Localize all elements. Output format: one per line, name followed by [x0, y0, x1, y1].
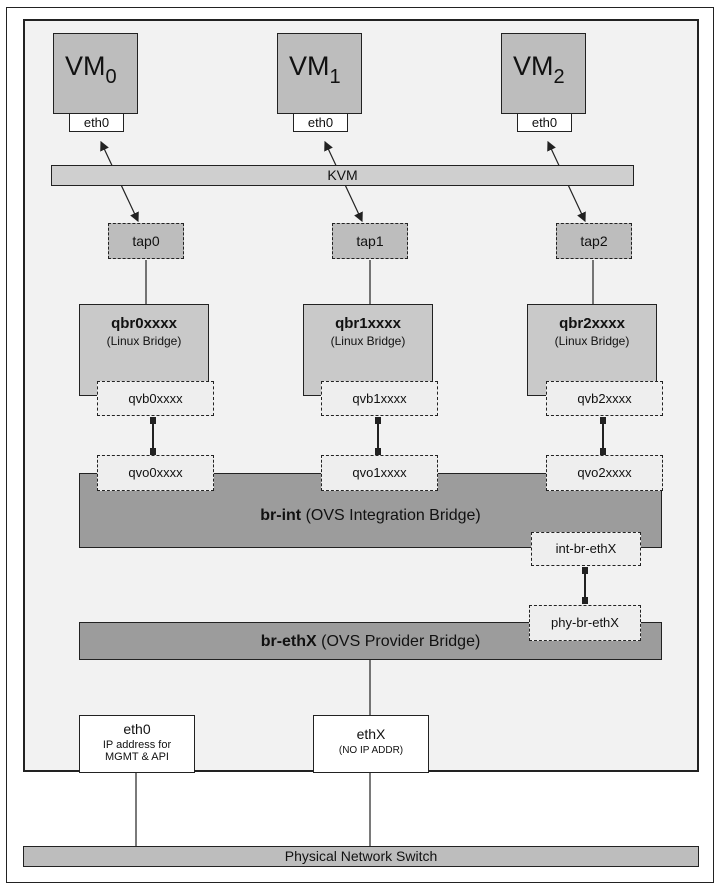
qbr-1-name: qbr1xxxx: [335, 315, 401, 332]
nic-eth0: eth0 IP address for MGMT & API: [79, 715, 195, 773]
vm-1-label: VM1: [289, 51, 341, 88]
nic-ethx: ethX (NO IP ADDR): [313, 715, 429, 773]
br-int-label: br-int (OVS Integration Bridge): [260, 507, 481, 524]
vm-2-label: VM2: [513, 51, 565, 88]
kvm-bar: KVM: [51, 165, 634, 186]
qbr-1-type: (Linux Bridge): [330, 334, 406, 348]
tap-1: tap1: [332, 223, 408, 259]
vm-0-eth0: eth0: [69, 113, 124, 132]
nic-eth0-name: eth0: [123, 721, 151, 737]
nic-eth0-desc1: IP address for: [102, 739, 172, 751]
vm-1: VM1: [277, 33, 362, 114]
vm-0: VM0: [53, 33, 138, 114]
vm-2-eth0: eth0: [517, 113, 572, 132]
nic-ethx-desc: (NO IP ADDR): [338, 745, 404, 756]
qbr-2-type: (Linux Bridge): [554, 334, 630, 348]
int-br-ethx-port: int-br-ethX: [531, 532, 641, 566]
qvo-port-0: qvo0xxxx: [97, 455, 214, 491]
qbr-2: qbr2xxxx (Linux Bridge): [527, 304, 657, 396]
br-ethx-label: br-ethX (OVS Provider Bridge): [260, 633, 481, 650]
qbr-1: qbr1xxxx (Linux Bridge): [303, 304, 433, 396]
tap-0: tap0: [108, 223, 184, 259]
qbr-2-name: qbr2xxxx: [559, 315, 625, 332]
qvo-port-1: qvo1xxxx: [321, 455, 438, 491]
vm-2: VM2: [501, 33, 586, 114]
qbr-0-name: qbr0xxxx: [111, 315, 177, 332]
vm-1-eth0: eth0: [293, 113, 348, 132]
qvb-port-2: qvb2xxxx: [546, 381, 663, 416]
vm-0-label: VM0: [65, 51, 117, 88]
qvo-port-2: qvo2xxxx: [546, 455, 663, 491]
tap-2: tap2: [556, 223, 632, 259]
qbr-0: qbr0xxxx (Linux Bridge): [79, 304, 209, 396]
nic-ethx-name: ethX: [356, 726, 386, 742]
nic-eth0-desc2: MGMT & API: [105, 751, 169, 763]
physical-network-switch: Physical Network Switch: [23, 846, 699, 867]
qvb-port-0: qvb0xxxx: [97, 381, 214, 416]
qvb-port-1: qvb1xxxx: [321, 381, 438, 416]
phy-br-ethx-port: phy-br-ethX: [529, 605, 641, 641]
qbr-0-type: (Linux Bridge): [106, 334, 182, 348]
